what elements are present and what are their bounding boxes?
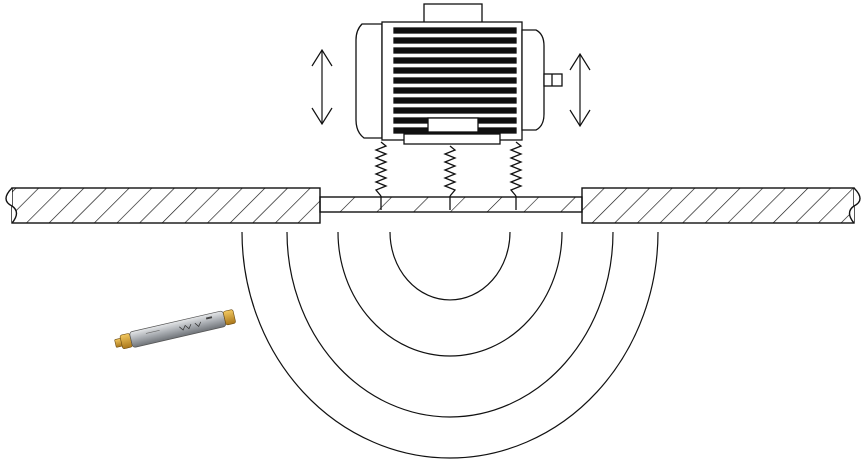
spring-left [374, 141, 388, 197]
accelerometer-sensor [114, 309, 236, 349]
wave-ring-1 [389, 231, 511, 301]
vibration-waves [241, 231, 659, 459]
spring-right [509, 141, 523, 197]
motor-end-cap-left [355, 23, 383, 139]
floor-slab-right [581, 187, 861, 224]
floor-slab-left [5, 187, 321, 224]
sensor-body [129, 310, 227, 348]
wave-ring-4 [241, 231, 659, 459]
motor-foot [427, 117, 479, 133]
vibration-arrow-left [311, 48, 333, 126]
wave-ring-2 [337, 231, 563, 357]
motor-shaft [543, 73, 563, 87]
electric-motor [355, 3, 563, 145]
terminal-box [423, 3, 483, 25]
spring-center [443, 145, 457, 197]
floor-slab-center [319, 196, 583, 213]
spring-mounts [374, 141, 523, 210]
motor-base-plate [403, 133, 501, 145]
floor-slab [5, 187, 861, 224]
vibration-arrow-right [569, 52, 591, 128]
motor-end-cap-right [521, 29, 545, 131]
wave-ring-3 [286, 231, 614, 418]
